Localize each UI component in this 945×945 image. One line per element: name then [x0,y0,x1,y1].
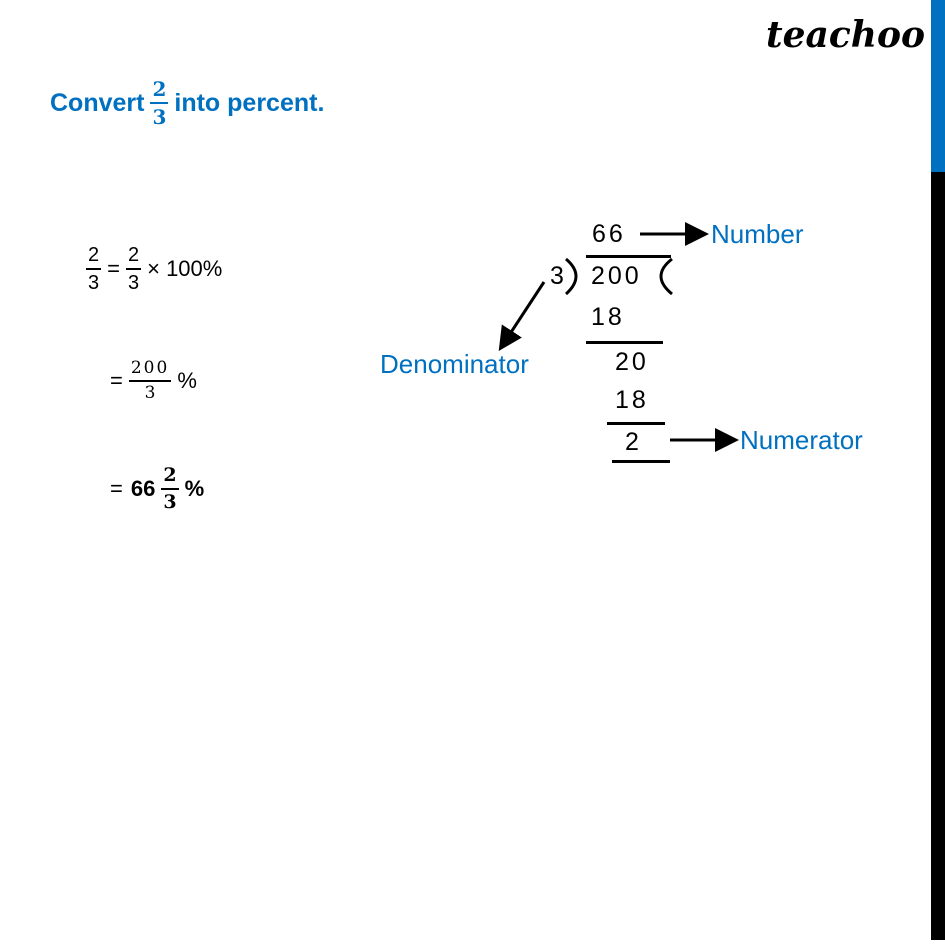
teachoo-logo: teachoo [766,14,925,56]
fraction-denominator: 3 [163,491,177,513]
fraction-denominator: 3 [88,272,100,294]
fraction-denominator: 3 [127,272,140,294]
rhs-fraction: 2 3 [125,244,142,294]
multiply-100-percent: × 100% [147,256,223,281]
fraction-numerator: 2 [88,244,100,266]
whole-number: 66 [130,476,156,501]
sidebar-accent-blue [931,0,945,172]
subtraction-line-3 [612,460,670,463]
remainder: 2 [625,428,642,456]
question-suffix: into percent. [174,88,325,117]
lhs-fraction: 2 3 [86,244,102,294]
subtraction-line-2 [607,422,665,425]
solution-step-2: = 200 3 % [110,348,197,414]
fraction-numerator: 2 [127,244,140,266]
solution-step-3-answer: = 66 2 3 % [110,456,204,522]
subtraction-2: 18 [615,386,649,414]
question-fraction: 2 3 [150,77,169,129]
division-bar [586,255,671,258]
improper-fraction: 200 3 [128,358,172,403]
fraction-numerator: 2 [152,77,167,101]
fraction-numerator: 2 [163,464,177,486]
question-title: Convert 2 3 into percent. [50,78,324,128]
equals-sign: = [107,256,120,281]
dividend: 200 [591,262,642,290]
sidebar-accent-black [931,172,945,940]
fraction-bar [161,488,179,490]
mixed-fraction: 2 3 [161,464,179,513]
subtraction-line-1 [586,341,663,344]
fraction-denominator: 3 [152,105,167,129]
arrow-to-denominator-icon [498,281,546,352]
fraction-numerator: 200 [130,358,170,378]
quotient: 66 [592,220,626,248]
fraction-bar [150,102,169,104]
division-paren-right [659,257,673,296]
remainder-1: 20 [615,348,649,376]
percent-sign: % [184,476,205,501]
equals-sign: = [110,476,123,501]
divisor: 3 [550,262,567,290]
fraction-bar [128,380,172,382]
percent-sign: % [177,368,197,393]
question-prefix: Convert [50,88,145,117]
solution-step-1: 2 3 = 2 3 × 100% [86,236,222,302]
fraction-denominator: 3 [144,383,156,403]
label-numerator: Numerator [740,425,863,455]
label-number: Number [711,219,804,249]
fraction-bar [86,268,102,270]
division-paren-left [564,257,578,296]
fraction-bar [125,268,142,270]
equals-sign: = [110,368,123,393]
label-denominator: Denominator [380,349,529,379]
subtraction-1: 18 [591,303,625,331]
